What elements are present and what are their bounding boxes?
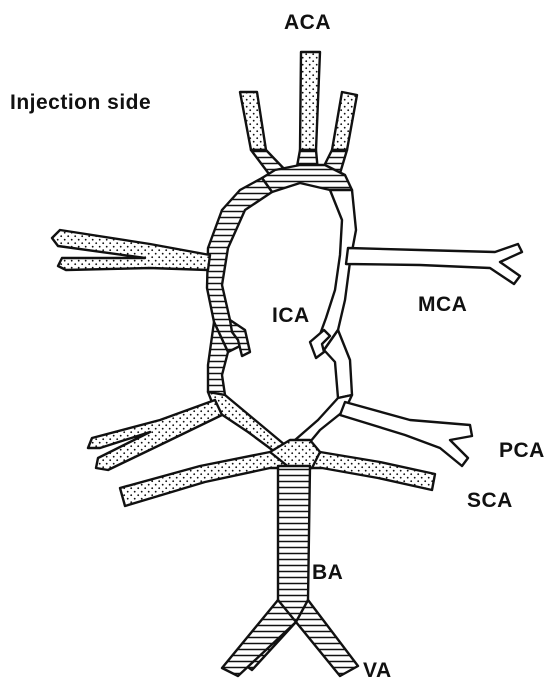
mca-label: MCA	[418, 294, 467, 315]
sca-label: SCA	[467, 490, 513, 511]
right-pca-vessel	[340, 402, 472, 466]
ica-label: ICA	[272, 305, 310, 326]
aca-left-branch	[240, 92, 266, 150]
vertebral-artery-right	[296, 600, 358, 676]
left-posterior-communicating	[208, 392, 285, 452]
va-label: VA	[363, 660, 392, 681]
aca-label: ACA	[284, 12, 331, 33]
left-pca-vessel	[88, 400, 222, 470]
right-mca-vessel	[346, 244, 522, 284]
pca-label: PCA	[499, 440, 545, 461]
vertebral-artery-left	[222, 600, 296, 676]
ba-label: BA	[312, 562, 343, 583]
injection-side-label: Injection side	[10, 92, 151, 113]
right-ica-vessel	[315, 190, 356, 350]
aca-center-vessel	[300, 52, 320, 150]
left-mca-vessel	[52, 230, 210, 270]
aca-right-branch	[332, 92, 357, 150]
